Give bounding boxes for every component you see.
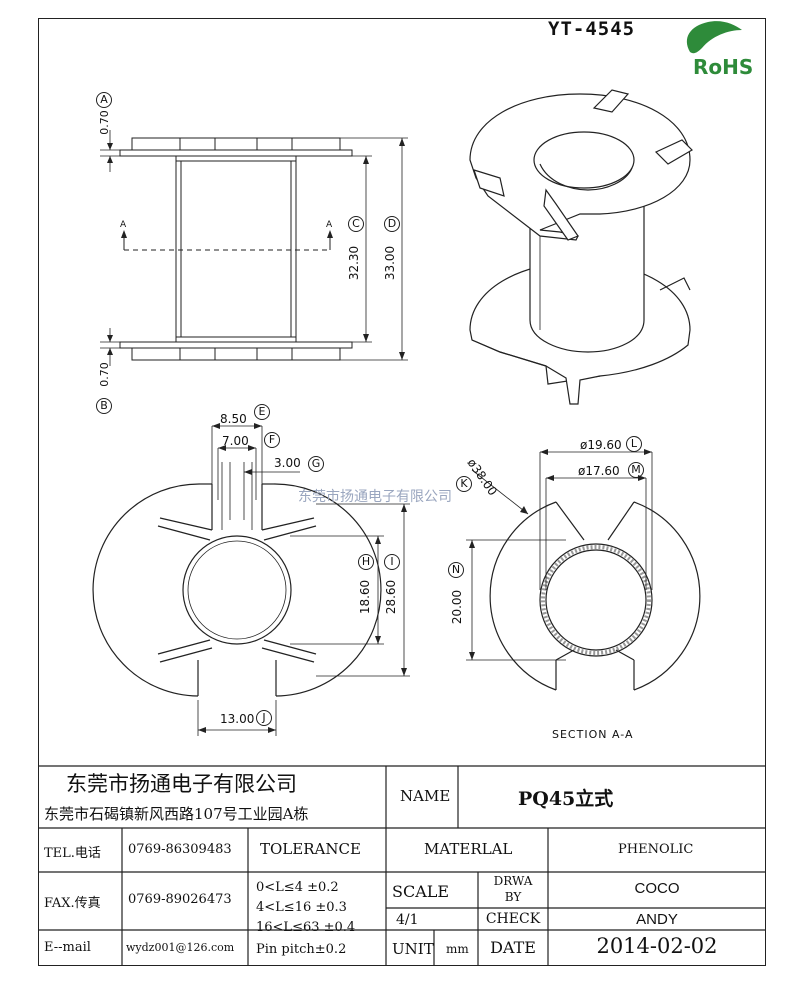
fax-label: FAX.传真 (44, 896, 101, 911)
dim-i: 28.60 (384, 579, 399, 615)
section-mark-right: A (326, 220, 333, 230)
dim-d: 33.00 (383, 245, 398, 281)
email-value: wydz001@126.com (126, 941, 235, 954)
dim-e: 8.50 (220, 412, 247, 426)
section-view-arrows (469, 449, 652, 660)
dim-a: 0.70 (97, 110, 111, 135)
callout-g: G (308, 456, 324, 472)
unit-value: mm (446, 942, 469, 956)
section-view (466, 451, 701, 691)
drawn-label-2: BY (504, 890, 522, 904)
callout-n: N (448, 562, 464, 578)
drawing-frame (38, 18, 766, 966)
dim-f: 7.00 (222, 434, 249, 448)
tolerance-label: TOLERANCE (260, 840, 361, 858)
drawn-label-1: DRWA (493, 874, 533, 888)
drawn-value: COCO (634, 880, 680, 897)
fax-value: 0769-89026473 (128, 892, 232, 907)
unit-label: UNIT (392, 940, 434, 958)
check-label: CHECK (485, 911, 541, 927)
front-view (100, 130, 408, 366)
callout-h: H (358, 554, 374, 570)
scale-label: SCALE (392, 882, 450, 901)
tolerance-line-2: 4<L≤16 ±0.3 (256, 900, 347, 915)
rohs-logo: RoHS (686, 21, 753, 79)
date-label: DATE (490, 938, 536, 957)
dim-b: 0.70 (97, 362, 111, 387)
name-label: NAME (400, 787, 451, 805)
scale-value: 4/1 (396, 912, 419, 928)
callout-f: F (264, 432, 280, 448)
front-view-arrows (107, 138, 405, 360)
dim-m: ø17.60 (578, 464, 620, 478)
company-address: 东莞市石碣镇新风西路107号工业园A栋 (44, 805, 309, 823)
watermark-text: 东莞市扬通电子有限公司 (298, 489, 452, 505)
date-value: 2014-02-02 (596, 934, 718, 958)
callout-a: A (96, 92, 112, 108)
name-value: PQ45立式 (518, 788, 614, 810)
tolerance-line-1: 0<L≤4 ±0.2 (256, 880, 339, 895)
tel-label: TEL.电话 (44, 846, 101, 861)
tel-value: 0769-86309483 (128, 842, 232, 857)
callout-k: K (456, 476, 472, 492)
top-view (92, 425, 410, 736)
tolerance-line-3: 16<L≤63 ±0.4 (256, 920, 356, 935)
callout-j: J (256, 710, 272, 726)
dim-g: 3.00 (274, 456, 301, 470)
dim-j: 13.00 (220, 712, 255, 726)
dim-n: 20.00 (450, 589, 465, 625)
callout-l: L (626, 436, 642, 452)
model-number: YT-4545 (548, 18, 636, 40)
section-mark-left: A (120, 220, 127, 230)
company-name: 东莞市扬通电子有限公司 (66, 772, 297, 796)
email-label: E--mail (44, 940, 91, 955)
title-block-grid (38, 765, 766, 966)
tolerance-line-4: Pin pitch±0.2 (256, 942, 347, 957)
dim-h: 18.60 (358, 579, 373, 615)
material-value: PHENOLIC (618, 842, 694, 857)
check-value: ANDY (636, 911, 678, 928)
material-label: MATERLAL (424, 840, 513, 858)
dim-l: ø19.60 (580, 438, 622, 452)
callout-i: I (384, 554, 400, 570)
callout-m: M (628, 462, 644, 478)
callout-d: D (384, 216, 400, 232)
dim-c: 32.30 (347, 245, 362, 281)
section-label: SECTION A-A (552, 728, 634, 741)
rohs-text: RoHS (693, 55, 753, 79)
isometric-view (469, 89, 693, 405)
top-view-arrows (198, 423, 407, 733)
callout-e: E (254, 404, 270, 420)
callout-c: C (348, 216, 364, 232)
callout-b: B (96, 398, 112, 414)
